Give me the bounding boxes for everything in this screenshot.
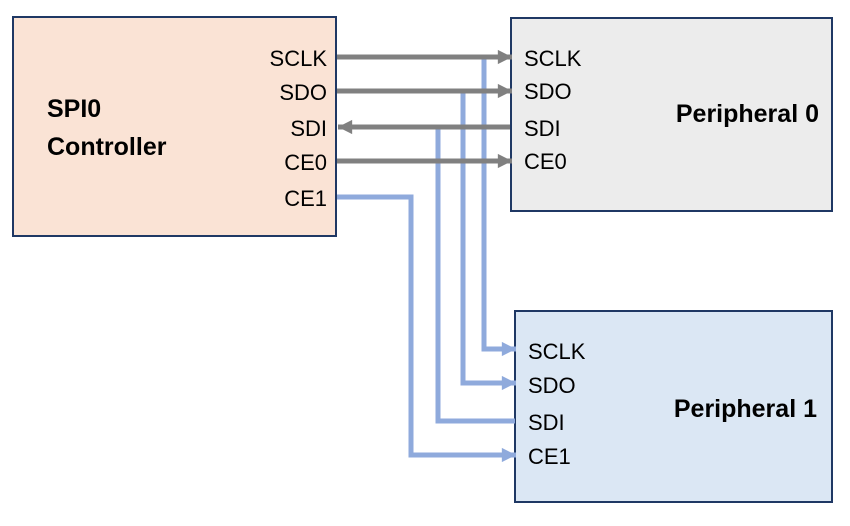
- controller-pin-sdo: SDO: [279, 80, 327, 105]
- peripheral0-pin-ce0: CE0: [524, 149, 567, 174]
- peripheral0-pin-sclk: SCLK: [524, 46, 582, 71]
- peripheral0-title: Peripheral 0: [675, 100, 819, 128]
- controller-pin-sclk: SCLK: [269, 46, 327, 71]
- peripheral0-pin-sdi: SDI: [524, 116, 561, 141]
- controller-pin-ce1: CE1: [284, 186, 327, 211]
- peripheral1-pin-sdo: SDO: [528, 373, 576, 398]
- wire-sdi-peripheral1-to-tap: [435, 127, 515, 424]
- controller-pin-ce0: CE0: [284, 150, 327, 175]
- peripheral0-pin-sdo: SDO: [524, 79, 572, 104]
- controller-title: SPI0 Controller: [47, 95, 167, 161]
- peripheral-1-box: Peripheral 1 SCLK SDO SDI CE1: [514, 310, 833, 503]
- peripheral1-pin-ce1: CE1: [528, 444, 571, 469]
- wire-ce1-controller-to-peripheral1: [337, 194, 516, 463]
- controller-pin-sdi: SDI: [290, 116, 327, 141]
- peripheral1-pin-sclk: SCLK: [528, 339, 586, 364]
- wire-sdo-tap-to-peripheral1: [460, 91, 516, 391]
- peripheral1-title: Peripheral 1: [673, 395, 817, 423]
- peripheral-0-box: Peripheral 0 SCLK SDO SDI CE0: [510, 17, 833, 212]
- peripheral1-pin-sdi: SDI: [528, 410, 565, 435]
